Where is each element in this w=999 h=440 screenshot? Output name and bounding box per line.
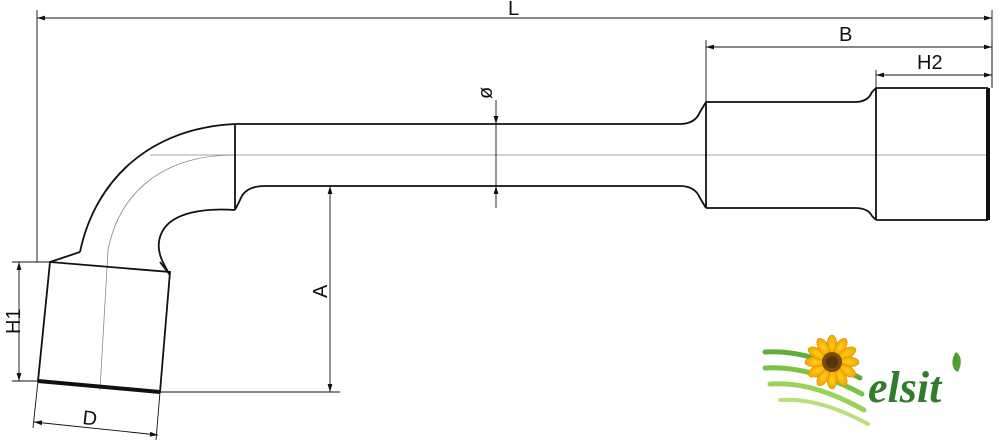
dimension-B bbox=[705, 40, 993, 102]
wrench-outline bbox=[37, 87, 988, 393]
small-socket-end bbox=[37, 379, 161, 394]
dimension-A bbox=[160, 186, 340, 393]
dimension-D bbox=[32, 380, 161, 440]
label-diameter: ø bbox=[475, 87, 497, 99]
logo-text: elsit bbox=[868, 363, 943, 412]
label-B: B bbox=[839, 24, 852, 46]
dimension-L bbox=[36, 10, 993, 262]
label-D: D bbox=[81, 407, 98, 430]
label-L: L bbox=[508, 0, 519, 20]
label-H2: H2 bbox=[917, 52, 943, 74]
dimension-H2 bbox=[875, 70, 992, 88]
elsit-logo: elsit bbox=[762, 334, 961, 426]
label-A: A bbox=[310, 284, 332, 298]
leaf-icon bbox=[952, 352, 961, 372]
bend-centerline bbox=[99, 154, 236, 391]
sunflower-icon bbox=[804, 334, 860, 390]
dimension-H1 bbox=[12, 261, 50, 382]
label-H1: H1 bbox=[3, 308, 25, 334]
